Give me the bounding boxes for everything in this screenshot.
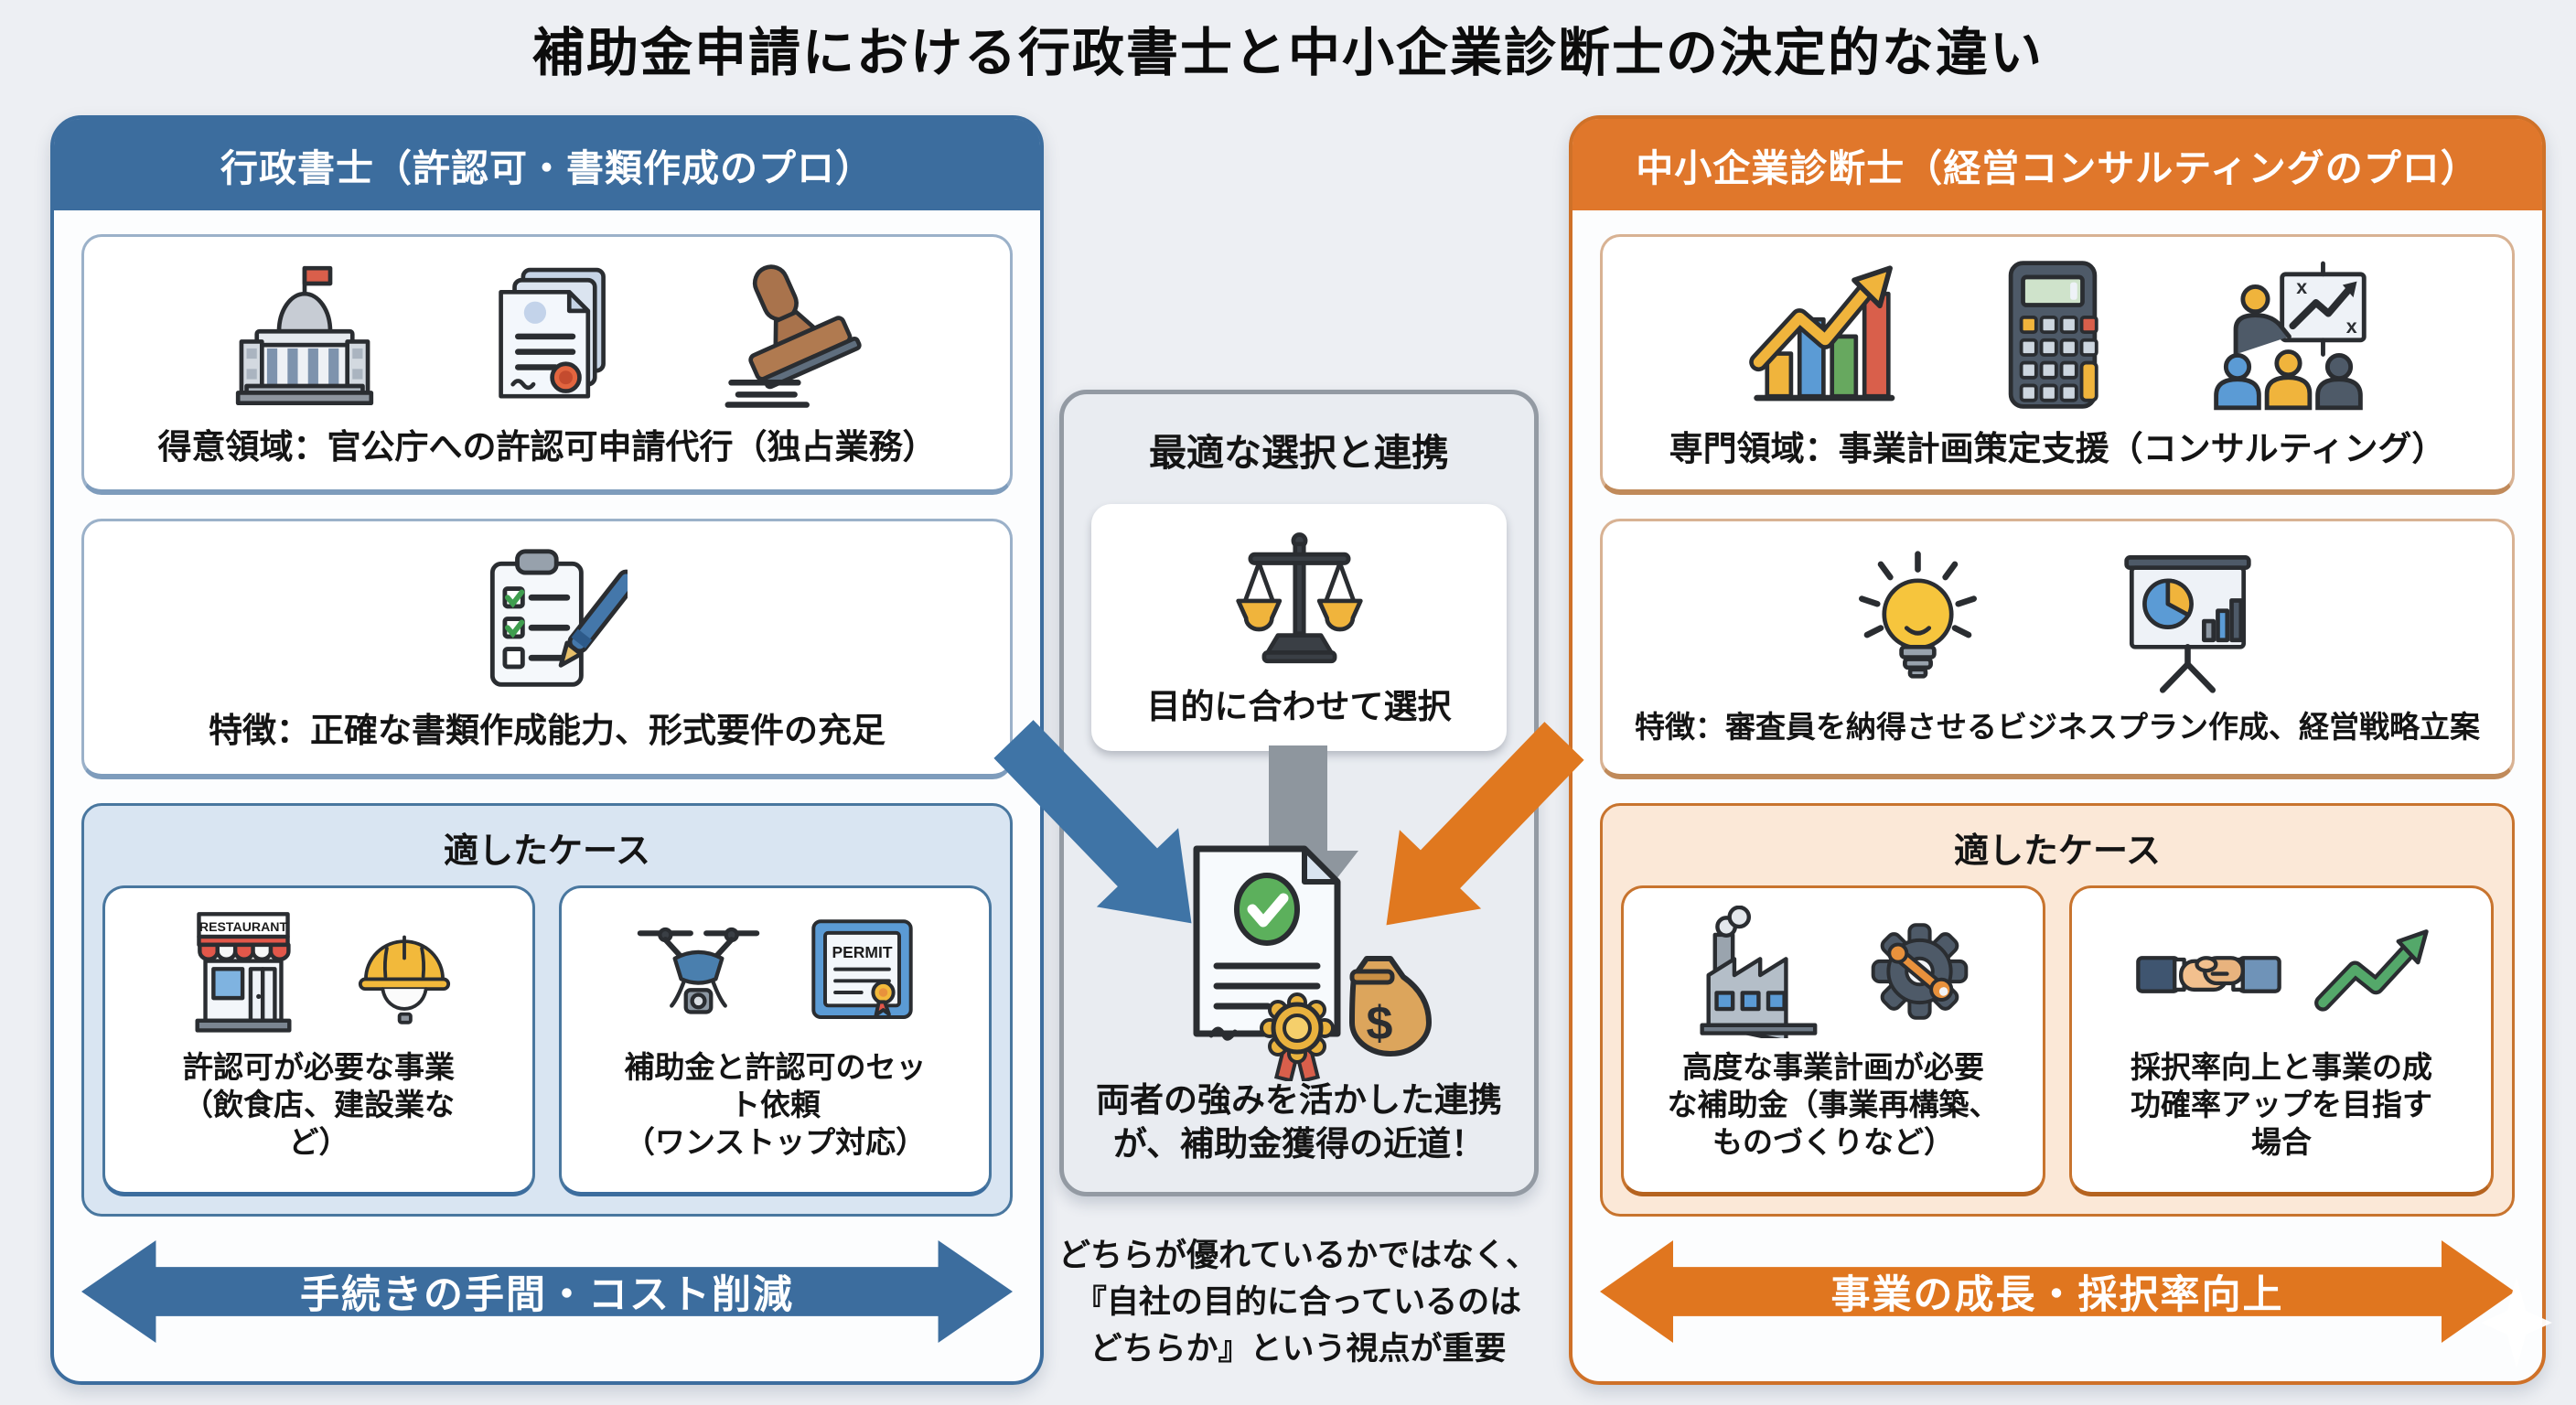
stamp-icon — [724, 264, 862, 408]
left-feature-text: 特徴：正確な書類作成能力、形式要件の充足 — [209, 711, 886, 749]
left-case1-icons: RESTAURANT — [175, 903, 464, 1040]
medal-rosette-icon — [1260, 992, 1335, 1083]
right-feature-text: 特徴：審査員を納得させるビジネスプラン作成、経営戦略立案 — [1635, 710, 2480, 744]
svg-text:x: x — [2346, 316, 2357, 338]
left-cases-row: RESTAURANT — [102, 885, 992, 1196]
blue-arrow-icon — [993, 720, 1192, 924]
government-building-icon — [235, 265, 374, 405]
factory-icon — [1699, 905, 1817, 1038]
panel-center-choice: 最適な選択と連携 目的に合わせて選択 両者の強みを活かした連携 が、補助金獲得の… — [1059, 390, 1539, 1196]
page-title: 補助金申請における行政書士と中小企業診断士の決定的な違い — [532, 24, 2044, 82]
right-specialty-box: x x 専 — [1600, 234, 2515, 495]
center-header: 最適な選択と連携 — [1149, 432, 1449, 474]
right-panel-body: x x 専 — [1572, 210, 2542, 1343]
center-select-text: 目的に合わせて選択 — [1146, 688, 1452, 725]
right-feature-box: 特徴：審査員を納得させるビジネスプラン作成、経営戦略立案 — [1600, 519, 2515, 779]
strategy-board-icon — [2124, 555, 2251, 693]
left-case-license: RESTAURANT — [102, 885, 535, 1196]
right-cases-box: 適したケース — [1600, 803, 2515, 1217]
left-case2-text: 補助金と許認可のセッ ト依頼 （ワンストップ対応） — [624, 1050, 927, 1159]
restaurant-sign-label: RESTAURANT — [199, 919, 287, 934]
svg-text:$: $ — [1367, 997, 1393, 1050]
gear-wrench-icon — [1871, 923, 1968, 1020]
permit-sign-label: PERMIT — [832, 943, 892, 961]
panel-gyosei-shoshi: 行政書士（許認可・書類作成のプロ） — [50, 115, 1044, 1385]
left-feature-box: 特徴：正確な書類作成能力、形式要件の充足 — [81, 519, 1013, 779]
orange-arrow-icon — [1386, 722, 1584, 926]
green-up-arrow-icon — [2313, 929, 2429, 1012]
balance-scale-icon — [1235, 532, 1363, 664]
left-case2-icons: PERMIT — [628, 903, 924, 1040]
money-bag-icon: $ — [1349, 956, 1432, 1056]
lightbulb-icon — [1859, 551, 1977, 679]
clipboard-checklist-icon — [489, 548, 628, 687]
calculator-icon — [2008, 261, 2098, 409]
left-specialty-icons — [227, 258, 867, 412]
drone-icon — [637, 927, 759, 1014]
left-case1-text: 許認可が必要な事業 （飲食店、建設業な ど） — [183, 1050, 455, 1159]
right-case2-text: 採択率向上と事業の成 功確率アップを目指す 場合 — [2131, 1050, 2432, 1159]
svg-text:x: x — [2296, 276, 2307, 298]
right-case-success-rate: 採択率向上と事業の成 功確率アップを目指す 場合 — [2069, 885, 2494, 1196]
right-feature-icons — [1842, 549, 2272, 695]
documents-icon — [499, 267, 606, 399]
permit-certificate-icon: PERMIT — [810, 919, 913, 1020]
right-specialty-text: 専門領域：事業計画策定支援（コンサルティング） — [1669, 430, 2446, 467]
left-specialty-box: 得意領域：官公庁への許認可申請代行（独占業務） — [81, 234, 1013, 495]
right-panel-header: 中小企業診断士（経営コンサルティングのプロ） — [1572, 119, 2542, 210]
right-case1-text: 高度な事業計画が必要 な補助金（事業再構築、 ものづくりなど） — [1667, 1050, 2000, 1159]
left-benefit-arrow: 手続きの手間・コスト削減 — [81, 1240, 1013, 1343]
hard-hat-icon — [358, 935, 450, 1024]
left-feature-icons — [467, 544, 628, 695]
grant-certificate-cluster: $ — [1160, 842, 1434, 1086]
center-select-box: 目的に合わせて選択 — [1091, 504, 1507, 751]
right-case2-icons — [2133, 903, 2431, 1040]
left-panel-header: 行政書士（許認可・書類作成のプロ） — [54, 119, 1040, 210]
left-case-onestop: PERMIT 補助金と許認可のセッ ト依頼 （ワンストップ対応） — [559, 885, 992, 1196]
right-case1-icons — [1686, 903, 1981, 1040]
handshake-icon — [2135, 956, 2281, 993]
restaurant-storefront-icon: RESTAURANT — [195, 912, 291, 1033]
right-specialty-icons: x x — [1742, 256, 2373, 413]
right-case-complex-plan: 高度な事業計画が必要 な補助金（事業再構築、 ものづくりなど） — [1621, 885, 2045, 1196]
right-benefit-arrow: 事業の成長・採択率向上 — [1600, 1240, 2515, 1343]
center-result-text: 両者の強みを活かした連携 が、補助金獲得の近道！ — [1096, 1081, 1502, 1164]
presentation-meeting-icon: x x — [2214, 261, 2367, 411]
left-panel-body: 得意領域：官公庁への許認可申請代行（独占業務） — [54, 210, 1040, 1343]
panel-shindanshi: 中小企業診断士（経営コンサルティングのプロ） — [1569, 115, 2546, 1385]
growth-chart-icon — [1749, 265, 1895, 402]
left-cases-title: 適したケース — [443, 832, 651, 871]
right-cases-row: 高度な事業計画が必要 な補助金（事業再構築、 ものづくりなど） — [1621, 885, 2494, 1196]
approved-grant-icon: $ — [1193, 845, 1432, 1083]
left-cases-box: 適したケース RESTAURANT — [81, 803, 1013, 1217]
center-note-text: どちらが優れているかではなく、 『自社の目的に合っているのは どちらか』という視… — [1058, 1238, 1538, 1367]
right-cases-title: 適したケース — [1953, 832, 2162, 871]
left-specialty-text: 得意領域：官公庁への許認可申請代行（独占業務） — [157, 428, 937, 466]
